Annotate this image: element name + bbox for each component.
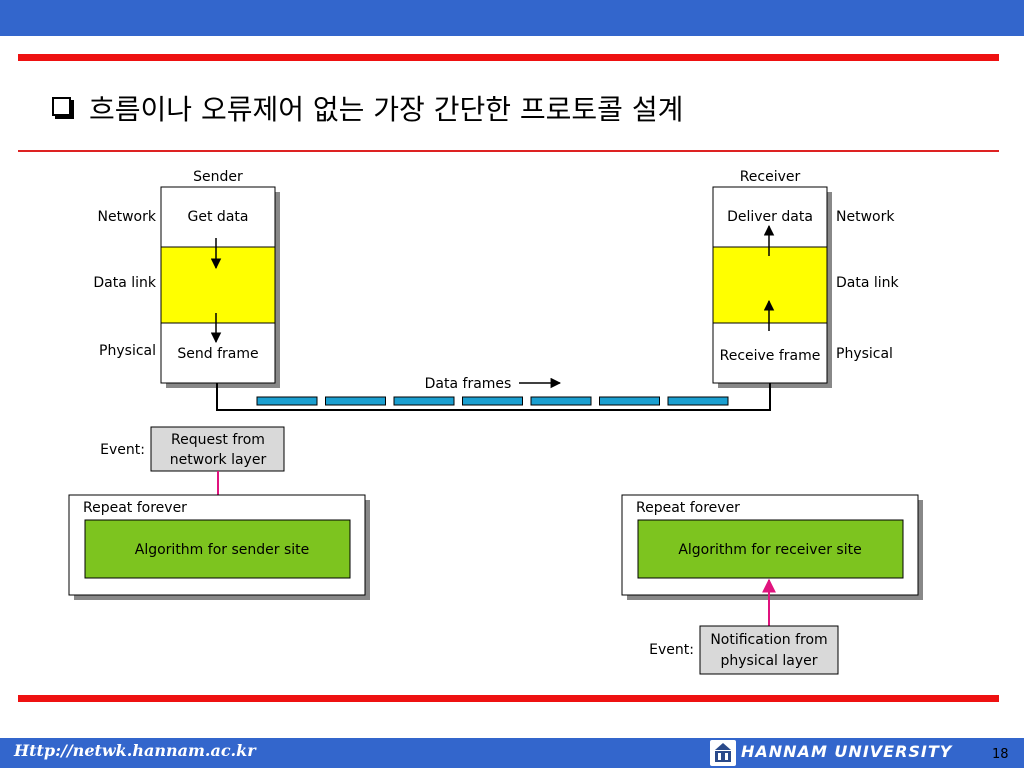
sender-layer-physical: Physical	[99, 343, 156, 359]
data-frame	[256, 396, 318, 406]
sender-loop-label: Repeat forever	[83, 500, 187, 516]
title-underline	[18, 150, 999, 152]
receiver-top-action: Deliver data	[727, 209, 813, 225]
receiver-algorithm-box	[637, 519, 904, 579]
data-frame	[393, 396, 455, 406]
data-frame	[530, 396, 592, 406]
page-number: 18	[992, 747, 1009, 762]
receiver-event-box	[699, 625, 839, 675]
data-frames-label: Data frames	[425, 376, 512, 392]
top-title-band	[0, 0, 1024, 36]
checkbox-bullet-icon	[52, 96, 71, 116]
sender-top-action: Get data	[188, 209, 249, 225]
data-frame	[599, 396, 660, 406]
sender-bottom-action: Send frame	[177, 346, 258, 362]
receiver-bottom-action: Receive frame	[720, 348, 821, 364]
sender-event-text-line-1: Request from	[171, 432, 265, 448]
receiver-datalink-band	[712, 246, 828, 324]
sender-event-text-line-2: network layer	[170, 452, 267, 468]
receiver-layer-datalink: Data link	[836, 275, 900, 291]
footer-band	[0, 738, 1024, 768]
sender-layer-datalink: Data link	[93, 275, 157, 291]
receiver-stack: Receiver Deliver data Receive frame Netw…	[712, 169, 900, 388]
slide-title-text: 흐름이나 오류제어 없는 가장 간단한 프로토콜 설계	[89, 93, 684, 126]
receiver-event-text-line-1: Notification from	[710, 632, 827, 648]
receiver-event-text-line-2: physical layer	[721, 653, 818, 669]
sender-algorithm-box	[84, 519, 351, 579]
sender-layer-network: Network	[98, 209, 157, 225]
footer-url-link[interactable]: Http://netwk.hannam.ac.kr	[14, 741, 256, 760]
receiver-loop-label: Repeat forever	[636, 500, 740, 516]
sender-algorithm-text: Algorithm for sender site	[135, 542, 310, 558]
data-frame	[325, 396, 386, 406]
university-logo-icon	[710, 740, 736, 766]
data-frame	[667, 396, 729, 406]
sender-datalink-band	[160, 246, 276, 324]
data-frame	[462, 396, 523, 406]
sender-stack: Sender Get data Send frame Network Data …	[93, 169, 280, 388]
sender-event-label: Event:	[100, 442, 145, 458]
data-frames-row	[256, 396, 729, 406]
receiver-layer-physical: Physical	[836, 346, 893, 362]
top-red-rule	[18, 54, 999, 61]
receiver-title: Receiver	[740, 169, 801, 185]
sender-event-box	[150, 426, 285, 472]
footer-university-name: HANNAM UNIVERSITY	[741, 742, 953, 761]
physical-link-line	[216, 383, 771, 411]
receiver-layer-network: Network	[836, 209, 895, 225]
receiver-algorithm-text: Algorithm for receiver site	[678, 542, 861, 558]
bottom-red-rule	[18, 695, 999, 702]
slide-title: 흐름이나 오류제어 없는 가장 간단한 프로토콜 설계	[52, 86, 683, 130]
sender-title: Sender	[193, 169, 243, 185]
receiver-event-label: Event:	[649, 642, 694, 658]
